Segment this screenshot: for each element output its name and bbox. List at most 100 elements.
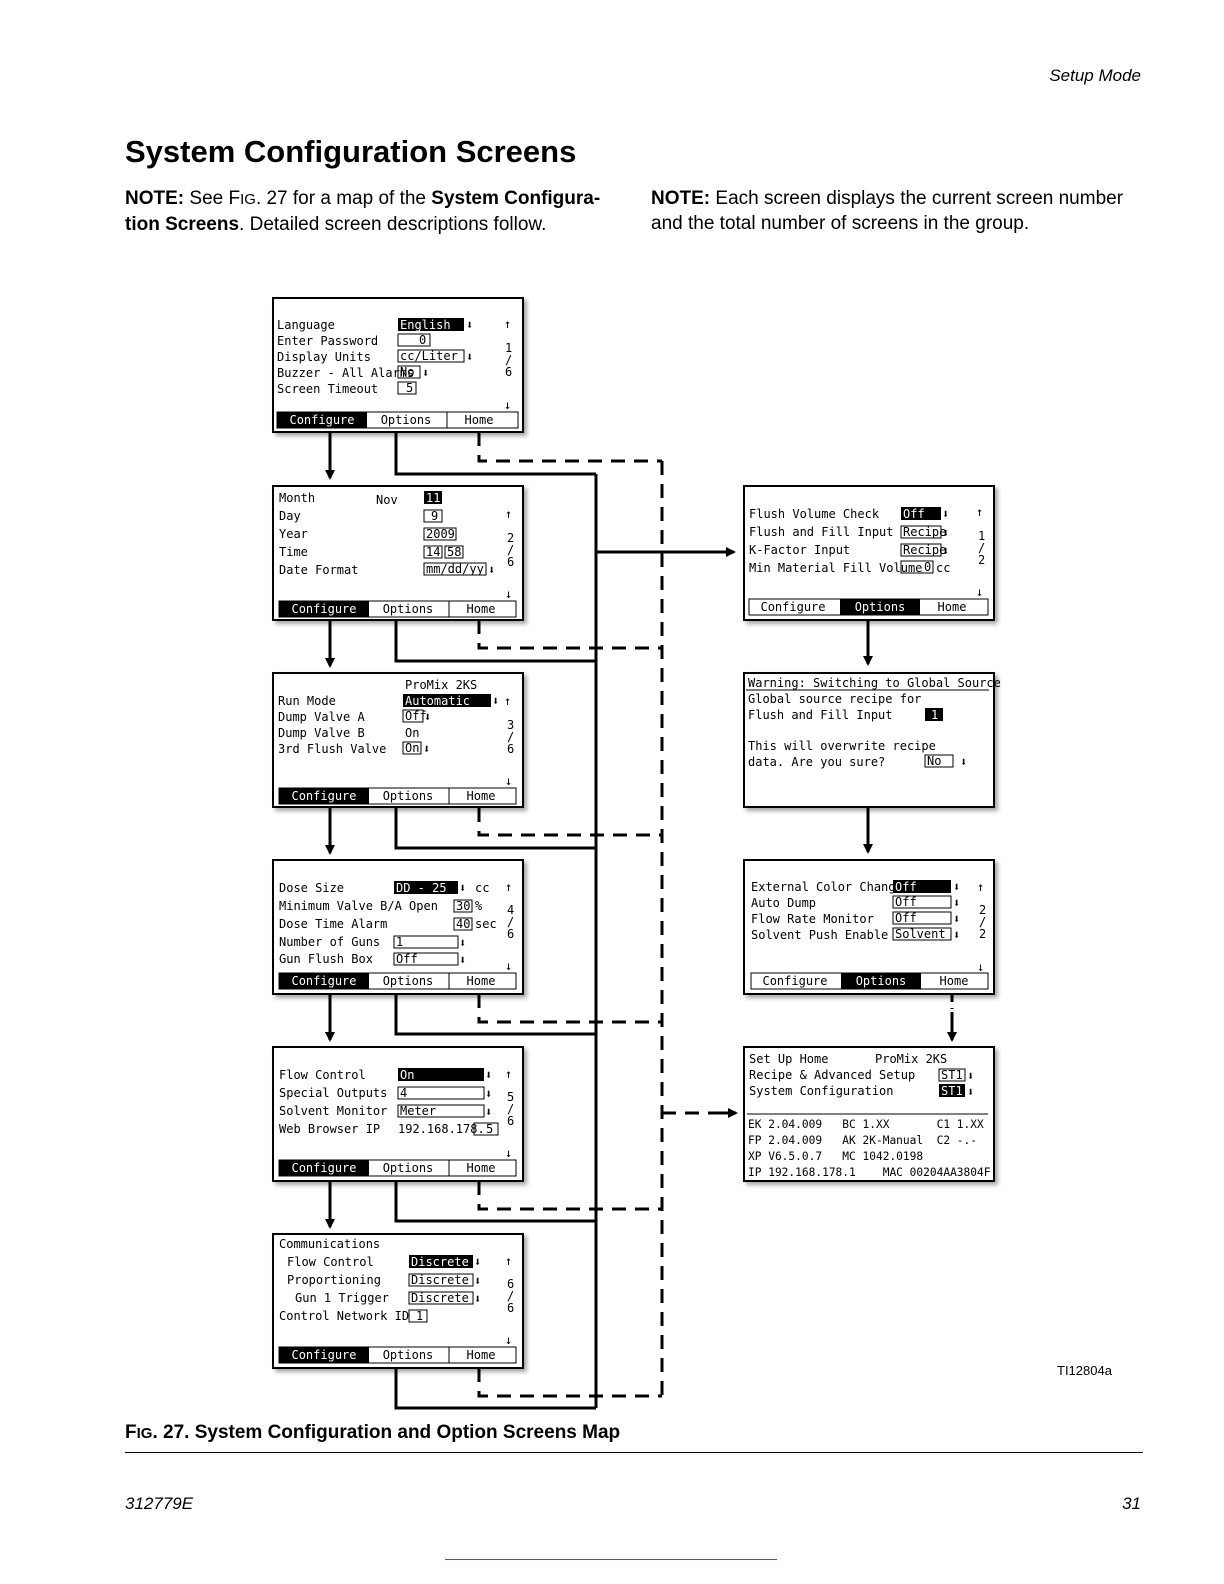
chevron-down-icon: ⬇: [459, 881, 466, 895]
chevron-down-icon: ⬇: [967, 1085, 974, 1099]
tab-configure: Configure: [760, 600, 825, 614]
note-left-fig: IG: [240, 191, 256, 208]
flow-control-value: Discrete: [411, 1255, 469, 1269]
chevron-down-icon: ⬇: [424, 710, 431, 724]
k-factor-value: Recipe: [903, 543, 946, 557]
tab-home: Home: [465, 413, 494, 427]
chevron-down-icon: ⬇: [953, 880, 960, 894]
illustration-id: TI12804a: [1057, 1363, 1112, 1378]
note-left-text-b: . 27 for a map of the: [255, 188, 432, 209]
tab-options: Options: [856, 974, 907, 988]
page-number: 5: [507, 1090, 514, 1104]
config-screen-2: Month Day Year Time Date Format Nov 11 9…: [272, 485, 524, 621]
label-dose-time-alarm: Dose Time Alarm: [279, 917, 387, 931]
tab-configure: Configure: [289, 413, 354, 427]
label-web-browser-ip: Web Browser IP: [279, 1122, 380, 1136]
label-date-format: Date Format: [279, 563, 358, 577]
setup-home-screen: Set Up Home ProMix 2KS Recipe & Advanced…: [743, 1046, 995, 1182]
gun-trigger-value: Discrete: [411, 1291, 469, 1305]
label-enter-password: Enter Password: [277, 334, 378, 348]
svg-text:6: 6: [505, 365, 512, 379]
dose-time-value: 40: [456, 917, 470, 931]
note-right: NOTE: Each screen displays the current s…: [651, 186, 1146, 236]
run-mode-value: Automatic: [405, 694, 470, 708]
svg-text:/: /: [505, 353, 512, 367]
label-time: Time: [279, 545, 308, 559]
figure-caption: FIG. 27. System Configuration and Option…: [125, 1422, 620, 1444]
info-line-2: FP 2.04.009 AK 2K-Manual C2 -.-: [748, 1134, 977, 1147]
svg-text:/: /: [507, 543, 514, 557]
label-language: Language: [277, 318, 335, 332]
label-solvent-monitor: Solvent Monitor: [279, 1104, 387, 1118]
screen-header: ProMix 2KS: [405, 678, 477, 692]
label-external-color-change: External Color Change: [751, 880, 903, 894]
label-auto-dump: Auto Dump: [751, 896, 816, 910]
svg-text:/: /: [979, 915, 986, 929]
ext-color-change-value: Off: [895, 880, 917, 894]
label-day: Day: [279, 509, 301, 523]
chevron-down-icon: ⬇: [492, 694, 499, 708]
tab-options: Options: [383, 1161, 434, 1175]
down-arrow-icon: ↓: [505, 1146, 512, 1160]
label-recipe-advanced-setup: Recipe & Advanced Setup: [749, 1068, 915, 1082]
unit-sec: sec: [475, 917, 497, 931]
chevron-down-icon: ⬇: [942, 526, 949, 540]
note-right-text: Each screen displays the current screen …: [651, 188, 1124, 234]
setup-home-model: ProMix 2KS: [875, 1052, 947, 1066]
note-left-text-a: See F: [189, 188, 241, 209]
page-number: 1: [505, 341, 512, 355]
up-arrow-icon: ↑: [505, 880, 512, 894]
chevron-down-icon: ⬇: [474, 1274, 481, 1288]
chevron-down-icon: ⬇: [942, 507, 949, 521]
label-special-outputs: Special Outputs: [279, 1086, 387, 1100]
unit-cc: cc: [936, 561, 950, 575]
tab-home: Home: [467, 974, 496, 988]
language-value: English: [400, 318, 451, 332]
page-number: 6: [507, 1277, 514, 1291]
svg-text:2: 2: [979, 927, 986, 941]
svg-text:/: /: [507, 915, 514, 929]
label-buzzer: Buzzer - All Alarms: [277, 366, 414, 380]
note-left-label: NOTE:: [125, 188, 185, 209]
chevron-down-icon: ⬇: [953, 912, 960, 926]
timeout-value: 5: [406, 381, 413, 395]
chevron-down-icon: ⬇: [967, 1069, 974, 1083]
down-arrow-icon: ↓: [505, 587, 512, 601]
section-header: Setup Mode: [1049, 66, 1141, 85]
svg-text:/: /: [507, 1289, 514, 1303]
svg-text:6: 6: [507, 1114, 514, 1128]
chevron-down-icon: ⬇: [459, 953, 466, 967]
tab-home: Home: [467, 1161, 496, 1175]
chevron-down-icon: ⬇: [953, 928, 960, 942]
up-arrow-icon: ↑: [505, 507, 512, 521]
page-number: 1: [978, 529, 985, 543]
chevron-down-icon: ⬇: [953, 896, 960, 910]
solvent-push-value: Solvent: [895, 927, 946, 941]
up-arrow-icon: ↑: [504, 694, 511, 708]
label-gun-flush-box: Gun Flush Box: [279, 952, 373, 966]
up-arrow-icon: ↑: [504, 317, 511, 331]
down-arrow-icon: ↓: [505, 774, 512, 788]
flush-valve-value: On: [405, 741, 419, 755]
page-number: 2: [979, 903, 986, 917]
options-screen-1: Flush Volume Check Flush and Fill Input …: [743, 485, 995, 621]
chevron-down-icon: ⬇: [485, 1068, 492, 1082]
warning-value: 1: [931, 708, 938, 722]
svg-text:6: 6: [507, 927, 514, 941]
unit-cc: cc: [475, 881, 489, 895]
tab-home: Home: [467, 602, 496, 616]
flow-rate-monitor-value: Off: [895, 911, 917, 925]
label-number-of-guns: Number of Guns: [279, 935, 380, 949]
down-arrow-icon: ↓: [504, 398, 511, 412]
config-screen-3: ProMix 2KS Run Mode Dump Valve A Dump Va…: [272, 672, 524, 808]
chevron-down-icon: ⬇: [422, 366, 429, 380]
dump-valve-a-value: Off: [405, 709, 427, 723]
min-fill-value: 0: [924, 560, 931, 574]
chevron-down-icon: ⬇: [485, 1087, 492, 1101]
page-title: System Configuration Screens: [125, 134, 577, 169]
label-display-units: Display Units: [277, 350, 371, 364]
network-id-value: 1: [416, 1309, 423, 1323]
chevron-down-icon: ⬇: [474, 1255, 481, 1269]
hour-value: 14: [426, 545, 440, 559]
